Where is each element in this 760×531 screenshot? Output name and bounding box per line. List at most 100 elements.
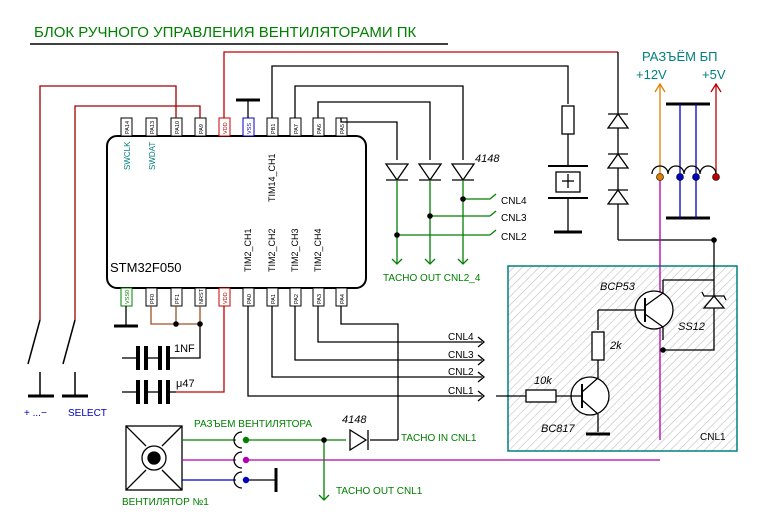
svg-text:VSS: VSS — [247, 123, 253, 134]
pin-pa3: PA3 — [312, 287, 325, 307]
pin-vss-top: VSS — [242, 117, 255, 137]
fan-pin-power — [242, 456, 250, 464]
svg-text:VSS0: VSS0 — [125, 290, 131, 304]
psu-pin-gnd1 — [676, 173, 684, 181]
cnl1-box-label: CNL1 — [700, 432, 726, 443]
bc817-transistor — [556, 376, 610, 436]
junction-pf1 — [173, 321, 179, 327]
net-cnl3-top: CNL3 — [501, 213, 527, 224]
junction-nrst — [197, 321, 203, 327]
junction-fan-tacho — [321, 437, 327, 443]
svg-text:PA2: PA2 — [294, 294, 300, 304]
mcu-label-tim2-ch3: TIM2_CH3 — [290, 228, 300, 272]
svg-text:PA9: PA9 — [199, 124, 205, 134]
svg-text:PA13: PA13 — [150, 121, 156, 134]
net-cnl2-bottom: CNL2 — [448, 367, 474, 378]
capacitors — [136, 346, 170, 404]
svg-text:PA5: PA5 — [340, 124, 346, 134]
pin-pb1: PB1 — [266, 117, 279, 137]
pb1-resistor-crystal — [548, 105, 588, 234]
pf-wiring — [114, 306, 225, 393]
mcu-label-swdat: SWDAT — [148, 142, 157, 170]
fan-connector — [182, 431, 660, 501]
net-cnl3-bottom: CNL3 — [448, 350, 474, 361]
button-select-label: SELECT — [68, 408, 107, 419]
diode-top-label: 4148 — [475, 153, 500, 165]
button-switches — [27, 319, 88, 398]
junction-chain — [711, 237, 717, 243]
fan-pin-gnd — [242, 476, 250, 484]
svg-text:PA14: PA14 — [125, 121, 131, 134]
svg-text:PA1: PA1 — [271, 294, 277, 304]
bcp53-transistor — [597, 279, 714, 340]
mcu-body — [106, 135, 367, 289]
fan-connector-label: РАЗЪЕМ ВЕНТИЛЯТОРА — [194, 419, 312, 430]
resistor-2k-label: 2k — [609, 340, 622, 352]
svg-text:PA4: PA4 — [340, 294, 346, 304]
pin-pa10: PA10 — [170, 117, 183, 137]
ss12-diode — [663, 291, 727, 351]
mcu-top-pins: PA14 PA13 PA10 PA9 VDD VSS PB1 PA7 PA6 P… — [120, 117, 348, 137]
tacho-diodes — [384, 163, 476, 182]
svg-text:PF1: PF1 — [175, 294, 181, 304]
psu-diode-chain — [606, 52, 715, 296]
mcu-bottom-pins: VSS0 PF0 PF1 NRST VDD PA0 PA1 PA2 PA3 PA… — [120, 287, 348, 307]
svg-text:PA0: PA0 — [247, 294, 253, 304]
diode-pa5 — [384, 163, 410, 182]
tacho-out-cnl1: TACHO OUT CNL1 — [336, 486, 423, 497]
fan-diode-label: 4148 — [342, 414, 367, 426]
svg-text:PA3: PA3 — [317, 294, 323, 304]
button-plus-minus-label: + ...− — [24, 408, 47, 419]
bcp53-label: BCP53 — [600, 281, 636, 293]
tacho-out-cnl2-4: TACHO OUT CNL2_4 — [383, 273, 481, 284]
cap-links — [146, 357, 176, 393]
net-cnl2-top: CNL2 — [501, 232, 527, 243]
svg-text:VDD: VDD — [223, 292, 229, 304]
resistor-10k-label: 10k — [534, 375, 552, 387]
pin-pa7: PA7 — [289, 117, 302, 137]
pin-pa2: PA2 — [289, 287, 302, 307]
psu-pin-gnd2 — [692, 173, 700, 181]
tacho-in-cnl1: TACHO IN CNL1 — [401, 433, 477, 444]
fan-tacho-diode — [349, 428, 369, 452]
mcu-label-tim2-ch1: TIM2_CH1 — [243, 228, 253, 272]
fan-symbol — [125, 425, 183, 491]
fan-name: ВЕНТИЛЯТОР №1 — [122, 497, 209, 508]
mcu-label-tim2-ch2: TIM2_CH2 — [267, 228, 277, 272]
psu-5v-label: +5V — [702, 67, 726, 82]
junction-cnl3 — [427, 213, 433, 219]
pin-pa1: PA1 — [266, 287, 279, 307]
net-cnl1-bottom: CNL1 — [448, 386, 474, 397]
pin-vdd-bottom: VDD — [218, 287, 231, 307]
net-cnl4-bottom: CNL4 — [448, 332, 474, 343]
pin-vdd-top: VDD — [218, 117, 231, 137]
svg-text:PA6: PA6 — [317, 124, 323, 134]
chain-diode-1 — [606, 112, 630, 129]
svg-text:PA7: PA7 — [294, 124, 300, 134]
mcu-label-swclk: SWCLK — [123, 141, 132, 170]
pin-pa14: PA14 — [120, 117, 133, 137]
mcu-label-tim2-ch4: TIM2_CH4 — [313, 228, 323, 272]
resistor-10k — [496, 389, 557, 403]
resistor-2k — [591, 331, 605, 378]
svg-text:VDD: VDD — [223, 122, 229, 134]
chain-diode-3 — [606, 188, 630, 205]
pin-pf0: PF0 — [145, 287, 158, 307]
pin-nrst: NRST — [194, 287, 207, 307]
page-title: БЛОК РУЧНОГО УПРАВЛЕНИЯ ВЕНТИЛЯТОРАМИ ПК — [34, 24, 417, 41]
mcu-label-tim14: TIM14_CH1 — [267, 153, 277, 202]
psu-12v-label: +12V — [636, 67, 667, 82]
svg-text:PB1: PB1 — [271, 124, 277, 134]
pin-pa13: PA13 — [145, 117, 158, 137]
pin-pa0: PA0 — [242, 287, 255, 307]
cap-u47-label: μ47 — [176, 378, 195, 390]
mcu-top-wires — [39, 51, 618, 320]
junction-cnl4 — [460, 196, 466, 202]
mcu-name: STM32F050 — [110, 260, 182, 275]
pin-pa9: PA9 — [194, 117, 207, 137]
diode-pa6 — [417, 163, 443, 182]
cnl1-box — [507, 265, 738, 452]
svg-text:PF0: PF0 — [150, 294, 156, 304]
psu-connector — [651, 82, 722, 440]
